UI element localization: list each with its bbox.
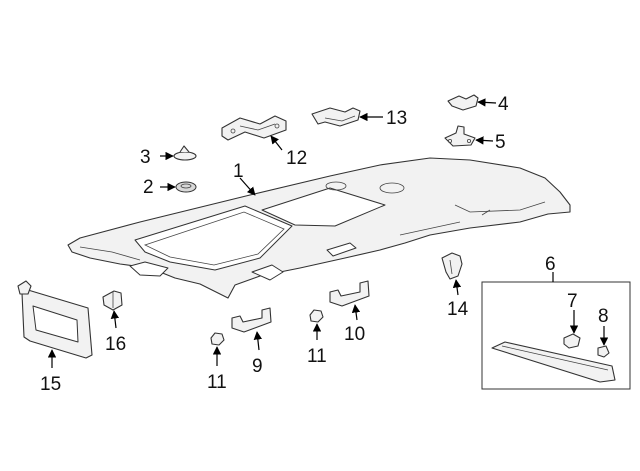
bracket-part-13 xyxy=(311,107,361,127)
callout-11-left: 11 xyxy=(207,372,227,393)
leader-16 xyxy=(110,310,120,329)
callout-13: 13 xyxy=(386,108,407,129)
callout-15: 15 xyxy=(40,374,61,395)
callout-14: 14 xyxy=(447,299,469,320)
callout-16: 16 xyxy=(105,334,126,355)
leader-lines xyxy=(47,98,609,368)
callout-12: 12 xyxy=(286,148,307,169)
grommet-part-2 xyxy=(175,181,197,193)
leader-10 xyxy=(351,304,361,321)
bracket-part-16 xyxy=(102,290,123,311)
callout-2: 2 xyxy=(143,177,154,198)
leader-1 xyxy=(239,177,256,196)
callout-9: 9 xyxy=(252,356,263,377)
bracket-part-12 xyxy=(221,115,287,141)
clip-part-3 xyxy=(173,145,197,161)
bracket-part-5 xyxy=(444,125,476,147)
callout-8: 8 xyxy=(598,306,609,327)
headliner xyxy=(67,157,571,299)
bracket-part-14 xyxy=(441,252,463,280)
callout-4: 4 xyxy=(498,94,509,115)
callout-5: 5 xyxy=(495,132,506,153)
clip-part-11-left xyxy=(210,332,225,346)
grab-handle-part-10 xyxy=(329,280,370,307)
callout-labels: 1 2 3 4 5 6 7 8 9 10 11 11 12 13 14 15 1… xyxy=(40,94,609,395)
leader-5 xyxy=(475,136,494,145)
leader-14 xyxy=(452,279,462,296)
callout-10: 10 xyxy=(344,324,365,345)
sun-visor-part-15 xyxy=(17,280,93,359)
callout-3: 3 xyxy=(140,147,151,168)
inset-box xyxy=(481,281,631,390)
callout-7: 7 xyxy=(567,291,578,312)
clip-part-11-right xyxy=(309,309,324,323)
leader-9 xyxy=(253,331,263,351)
callout-1: 1 xyxy=(233,161,244,182)
leader-12 xyxy=(270,135,283,151)
grab-handle-part-9 xyxy=(231,307,272,333)
trim-strip-part-6 xyxy=(491,341,616,383)
leader-4 xyxy=(477,98,497,107)
bracket-part-4 xyxy=(447,94,479,111)
clip-part-8 xyxy=(597,345,610,358)
callout-6: 6 xyxy=(545,254,556,275)
callout-11-right: 11 xyxy=(307,346,327,367)
clip-part-7 xyxy=(563,333,581,349)
